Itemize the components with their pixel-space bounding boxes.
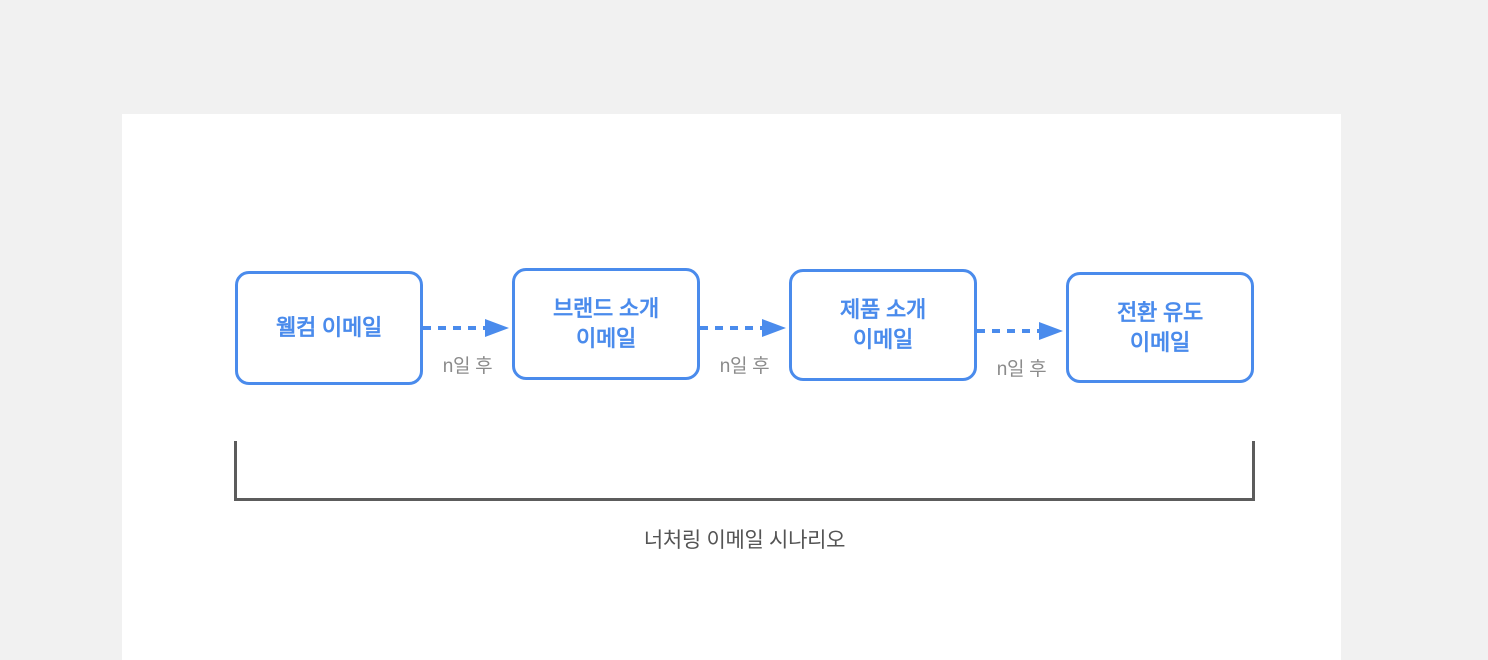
flow-connector-brand-to-product: n일 후 [700, 317, 789, 397]
flow-step-brand[interactable]: 브랜드 소개 이메일 [512, 268, 700, 380]
group-bracket [234, 441, 1255, 501]
flow-step-welcome-label: 웰컴 이메일 [275, 315, 383, 341]
flow-connector-welcome-to-brand: n일 후 [423, 317, 512, 397]
diagram-caption: 너처링 이메일 시나리오 [643, 529, 846, 552]
flow-connector-1-delay-label: n일 후 [442, 356, 493, 377]
content-card [122, 114, 1341, 660]
flow-step-conversion-label: 전환 유도 이메일 [1116, 299, 1204, 355]
flow-step-product-label: 제품 소개 이메일 [839, 297, 927, 352]
dashed-arrow-icon [977, 322, 1063, 340]
dashed-arrow-icon [700, 319, 786, 337]
flow-step-conversion[interactable]: 전환 유도 이메일 [1066, 272, 1254, 383]
flow-connector-3-delay-label: n일 후 [996, 359, 1047, 380]
flow-step-welcome[interactable]: 웰컴 이메일 [235, 271, 423, 385]
flow-step-product[interactable]: 제품 소개 이메일 [789, 269, 977, 381]
flow-step-brand-label: 브랜드 소개 이메일 [552, 296, 660, 351]
flow-connector-product-to-conversion: n일 후 [977, 320, 1066, 400]
flow-connector-2-delay-label: n일 후 [719, 356, 770, 377]
dashed-arrow-icon [423, 319, 509, 337]
